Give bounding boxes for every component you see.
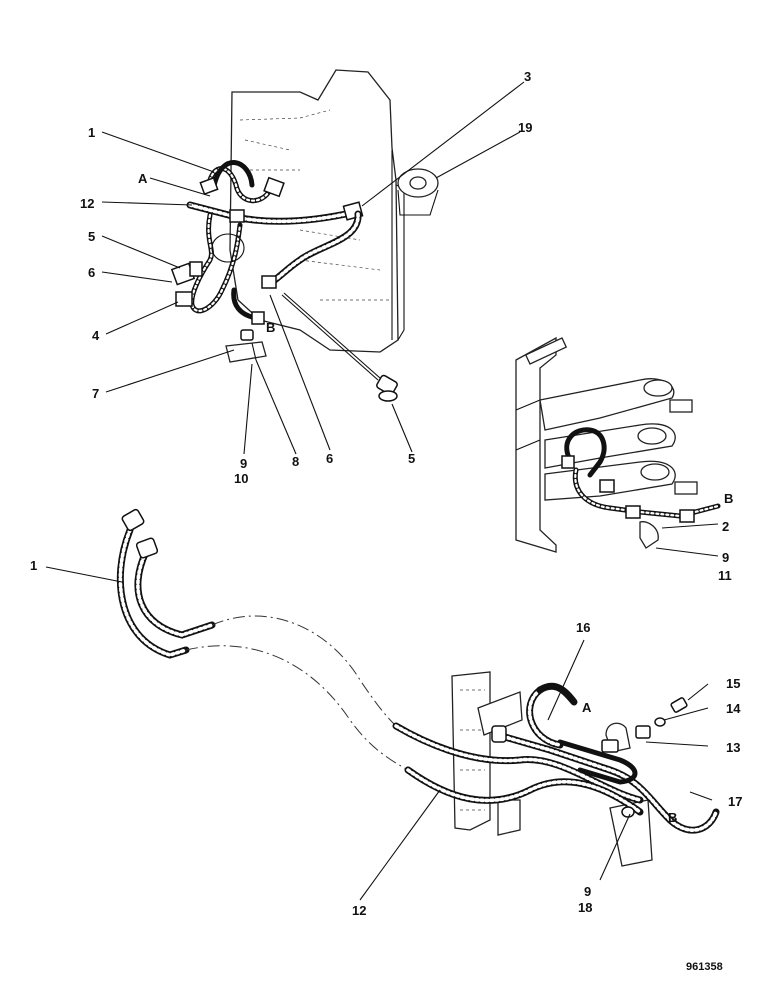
- upright-bracket-top: [229, 69, 405, 353]
- inset-hoses: [561, 427, 721, 549]
- callout-1-bottom: 1: [30, 558, 37, 573]
- inset-mast-detail: [515, 336, 698, 553]
- callout-12-bottom: 12: [352, 903, 366, 918]
- callout-13: 13: [726, 740, 740, 755]
- elbow-fittings-left: [170, 261, 203, 307]
- callout-16: 16: [576, 620, 590, 635]
- leader-lines-top: [101, 81, 525, 455]
- pivot-boss-19: [397, 168, 439, 216]
- bracket-bottom: [451, 671, 653, 867]
- hose-1-top: [199, 160, 285, 204]
- hose-to-cap-5: [281, 292, 398, 402]
- callout-14: 14: [726, 701, 741, 716]
- callout-6-bottom: 6: [326, 451, 333, 466]
- callout-B-right: B: [724, 491, 733, 506]
- hose-12-top: [186, 201, 364, 225]
- callout-5-bottom: 5: [408, 451, 415, 466]
- callout-7: 7: [92, 386, 99, 401]
- leader-lines-bottom: [45, 566, 713, 901]
- callout-1-top: 1: [88, 125, 95, 140]
- drawing-number: 961358: [686, 961, 723, 973]
- hose-1-bottom: [116, 508, 216, 659]
- callout-A-bottom: A: [582, 700, 592, 715]
- callout-19: 19: [518, 120, 532, 135]
- hose-16-A: [526, 682, 578, 749]
- callout-6-left: 6: [88, 265, 95, 280]
- clip-7-8: [225, 329, 267, 363]
- hose-3-top: [261, 210, 362, 289]
- callout-9-right: 9: [722, 550, 729, 565]
- callout-4: 4: [92, 328, 100, 343]
- callout-B-top: B: [266, 320, 275, 335]
- dash-routing-lines: [185, 615, 409, 771]
- callout-B-bottom: B: [668, 810, 677, 825]
- callout-A-top: A: [138, 171, 148, 186]
- hose-12-bottom: [392, 722, 644, 816]
- callout-12-top: 12: [80, 196, 94, 211]
- leader-lines-inset: [655, 523, 719, 557]
- clamp-13-14-15: [601, 697, 688, 818]
- callout-8: 8: [292, 454, 299, 469]
- callout-5-left: 5: [88, 229, 95, 244]
- callout-labels: 1 A 12 5 6 4 B 7 9 10 8 6 5 3 19 B 2 9 1…: [30, 69, 742, 973]
- callout-3: 3: [524, 69, 531, 84]
- hose-B-top: [231, 287, 265, 325]
- callout-18: 18: [578, 900, 592, 915]
- callout-11: 11: [718, 568, 732, 583]
- callout-15: 15: [726, 676, 740, 691]
- callout-10: 10: [234, 471, 248, 486]
- callout-2: 2: [722, 519, 729, 534]
- detail-circle: [211, 233, 245, 263]
- tube-assembly-bottom: [491, 725, 720, 834]
- callout-9-bottom: 9: [584, 884, 591, 899]
- callout-9-top: 9: [240, 456, 247, 471]
- callout-17: 17: [728, 794, 742, 809]
